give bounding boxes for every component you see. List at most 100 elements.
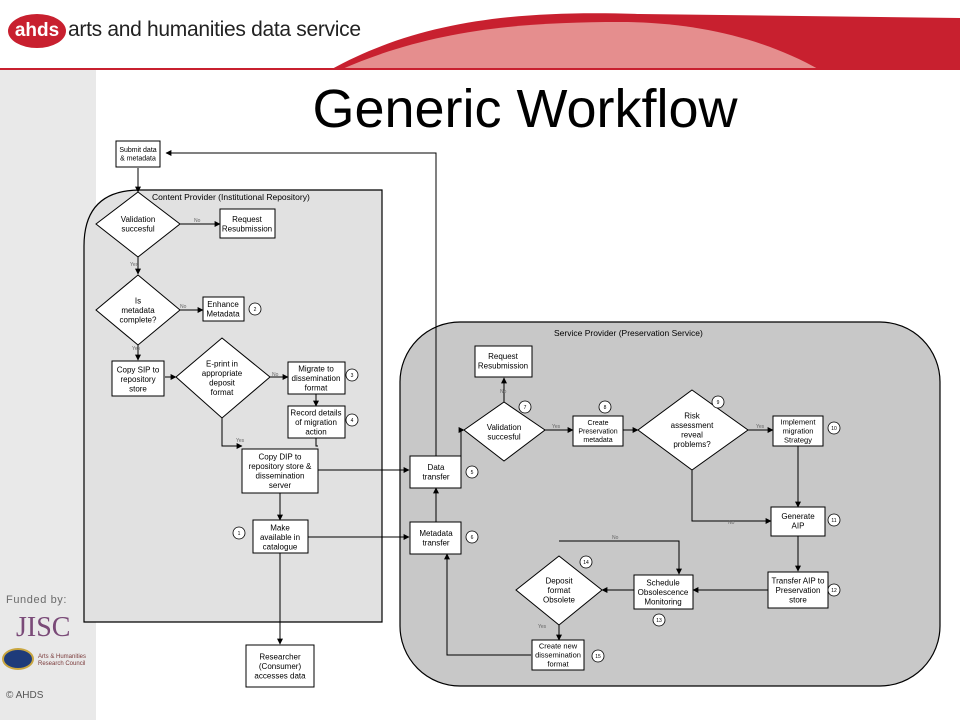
node-submit[interactable] <box>115 140 161 168</box>
node-label-submit: Submit data <box>119 147 156 154</box>
step-number: 14 <box>583 560 589 566</box>
node-enhance[interactable] <box>202 296 245 322</box>
step-number: 5 <box>471 470 474 476</box>
ahds-logo[interactable]: ahds <box>8 14 66 48</box>
node-copy-sip[interactable] <box>111 360 165 397</box>
node-label-eprint: appropriate <box>202 369 243 378</box>
region-label-content-provider: Content Provider (Institutional Reposito… <box>152 192 310 202</box>
node-label-make-available: available in <box>260 533 300 542</box>
node-validation2[interactable] <box>463 401 546 462</box>
step-circle <box>827 583 841 597</box>
node-label-request2: Request <box>488 352 519 361</box>
node-request1[interactable] <box>219 208 276 239</box>
node-copy-dip[interactable] <box>241 448 319 494</box>
step-number-badge: 7 <box>518 400 532 414</box>
step-circle <box>579 555 593 569</box>
node-obsolete[interactable] <box>515 555 603 626</box>
node-create-new[interactable] <box>531 639 585 671</box>
label-yes: Yes <box>132 346 141 352</box>
node-label-copy-dip: Copy DIP to <box>259 453 303 462</box>
brand-name: arts and humanities data service <box>68 18 361 41</box>
step-circle <box>345 413 359 427</box>
decision-diamonds <box>95 191 749 626</box>
node-label-request1: Request <box>232 215 263 224</box>
node-label-eprint: format <box>211 388 234 397</box>
node-label-create-new: dissemination <box>535 651 581 660</box>
node-label-copy-sip: repository <box>120 375 155 384</box>
node-migrate[interactable] <box>287 361 346 395</box>
node-label-migrate: Migrate to <box>298 364 334 373</box>
step-circle <box>465 530 479 544</box>
node-label-researcher: Researcher <box>259 652 301 661</box>
node-eprint[interactable] <box>175 337 271 419</box>
node-implement[interactable] <box>772 415 824 447</box>
edge <box>691 468 772 524</box>
step-number: 3 <box>351 373 354 379</box>
node-metadata-transfer[interactable] <box>409 521 462 555</box>
label-yes: Yes <box>552 424 561 430</box>
node-label-eprint: E-print in <box>206 360 238 369</box>
node-label-record: of migration <box>295 418 337 427</box>
node-data-transfer[interactable] <box>409 455 462 489</box>
step-number-badge: 3 <box>345 368 359 382</box>
node-metadata-complete[interactable] <box>95 274 181 346</box>
label-no: No <box>272 372 279 378</box>
node-risk[interactable] <box>637 389 749 471</box>
node-researcher[interactable] <box>245 644 315 688</box>
node-label-record: action <box>305 427 326 436</box>
step-number: 10 <box>831 426 837 432</box>
step-number-badge: 10 <box>827 421 841 435</box>
label-no: No <box>728 520 735 526</box>
label-no: No <box>194 218 201 224</box>
node-label-implement: migration <box>783 427 814 436</box>
node-label-metadata-complete: complete? <box>120 315 157 324</box>
node-label-generate: Generate <box>781 512 815 521</box>
step-number: 1 <box>238 531 241 537</box>
step-circle <box>827 513 841 527</box>
step-number-badge: 1 <box>232 526 246 540</box>
node-label-copy-sip: store <box>129 384 147 393</box>
step-number-badge: 12 <box>827 583 841 597</box>
step-number: 11 <box>831 518 836 524</box>
ahrc-logo-icon <box>2 648 34 670</box>
node-label-obsolete: format <box>548 586 571 595</box>
node-labels: Submit data& metadataValidationsuccesful… <box>117 147 825 680</box>
node-label-metadata-complete: Is <box>135 296 141 305</box>
node-label-create-new: format <box>547 660 569 669</box>
node-label-transfer-aip: store <box>789 595 807 604</box>
edge-labels: No Yes No Yes No Yes No Yes Yes No No Ye… <box>130 218 765 630</box>
process-boxes <box>111 140 829 688</box>
node-label-researcher: (Consumer) <box>259 662 302 671</box>
node-label-transfer-aip: Preservation <box>776 586 821 595</box>
node-label-submit: & metadata <box>120 156 156 163</box>
node-label-risk: Risk <box>684 412 701 421</box>
node-record[interactable] <box>287 405 346 439</box>
step-circle <box>232 526 246 540</box>
node-label-make-available: Make <box>270 523 290 532</box>
header-swoosh <box>0 13 960 70</box>
node-make-available[interactable] <box>252 519 309 554</box>
label-no: No <box>612 535 619 541</box>
node-label-obsolete: Obsolete <box>543 595 576 604</box>
edge <box>559 540 682 575</box>
copyright: © AHDS <box>6 690 44 701</box>
node-generate[interactable] <box>770 506 826 537</box>
node-label-validation1: Validation <box>121 215 156 224</box>
node-label-risk: problems? <box>673 440 711 449</box>
region-label-service-provider: Service Provider (Preservation Service) <box>554 328 703 338</box>
node-request2[interactable] <box>474 345 533 378</box>
node-create-pres[interactable] <box>572 415 624 447</box>
node-validation1[interactable] <box>95 191 181 258</box>
node-label-eprint: deposit <box>209 379 236 388</box>
node-label-make-available: catalogue <box>263 542 298 551</box>
node-label-copy-dip: server <box>269 481 292 490</box>
step-number: 2 <box>254 307 257 313</box>
node-schedule[interactable] <box>633 574 694 610</box>
step-circle <box>652 613 666 627</box>
node-label-request2: Resubmission <box>478 362 528 371</box>
step-circle <box>345 368 359 382</box>
node-transfer-aip[interactable] <box>767 571 829 609</box>
node-label-metadata-complete: metadata <box>121 306 155 315</box>
step-number-badge: 5 <box>465 465 479 479</box>
